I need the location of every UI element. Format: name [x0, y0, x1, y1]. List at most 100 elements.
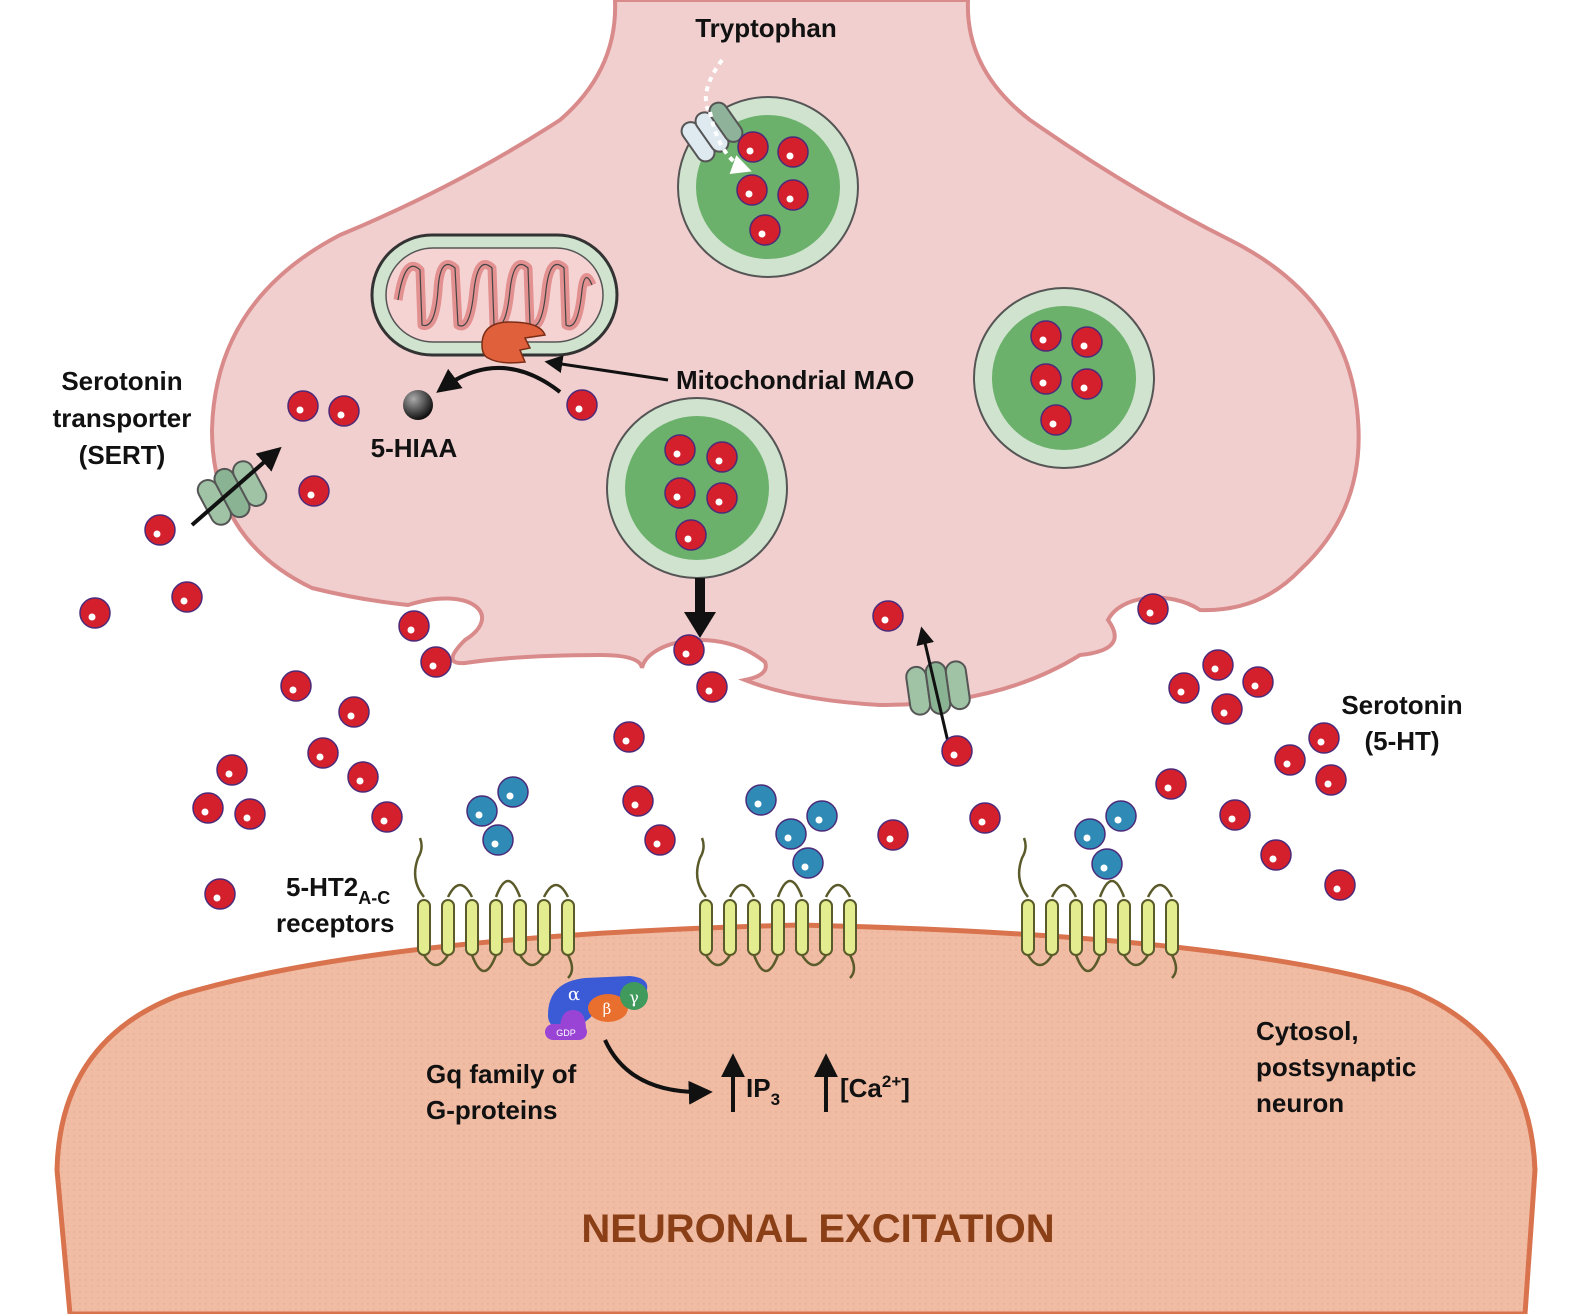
serotonin-molecule: [1137, 593, 1169, 625]
serotonin-molecule: [696, 671, 728, 703]
serotonin-molecule: [1315, 764, 1347, 796]
serotonin-molecule: [1242, 666, 1274, 698]
hiaa-label: 5-HIAA: [371, 433, 458, 463]
serotonin-molecule: [673, 634, 705, 666]
serotonin-molecule: [566, 389, 598, 421]
serotonin-molecule: [777, 136, 809, 168]
serotonin-molecule: [777, 179, 809, 211]
mao-enzyme-icon: [481, 321, 547, 364]
serotonin-molecule: [280, 670, 312, 702]
serotonin-molecule: [1040, 404, 1072, 436]
serotonin-molecule: [737, 131, 769, 163]
sert-label-line1: Serotonin: [61, 366, 182, 396]
calcium-label: [Ca2+]: [840, 1072, 910, 1103]
vesicle-right: [973, 287, 1155, 469]
sert-label-line3: (SERT): [79, 440, 166, 470]
serotonin-molecule: [706, 482, 738, 514]
serotonin-molecule: [1155, 768, 1187, 800]
serotonin-molecule: [1071, 368, 1103, 400]
serotonin-molecule: [664, 477, 696, 509]
serotonin-molecule: [1219, 799, 1251, 831]
serotonin-molecule: [941, 735, 973, 767]
ligand-molecule: [792, 847, 824, 879]
mitochondrion-icon: [370, 233, 619, 357]
serotonin-molecule: [736, 174, 768, 206]
ligand-molecule: [497, 776, 529, 808]
serotonin-molecule: [328, 395, 360, 427]
serotonin-molecule: [706, 441, 738, 473]
ligand-molecule: [466, 795, 498, 827]
serotonin-molecule: [664, 434, 696, 466]
tryptophan-path: [703, 58, 724, 111]
receptor-ligand-molecules: [466, 776, 1137, 880]
serotonin-molecule: [622, 785, 654, 817]
hiaa-molecule: [403, 390, 433, 420]
serotonin-molecule: [749, 214, 781, 246]
serotonin-molecule: [1308, 722, 1340, 754]
serotonin-molecule: [144, 514, 176, 546]
serotonin-molecule: [644, 824, 676, 856]
serotonin-molecule: [79, 597, 111, 629]
serotonin-molecule: [675, 519, 707, 551]
gdp-label: GDP: [556, 1028, 576, 1038]
serotonin-molecule: [307, 737, 339, 769]
receptors-label-line2: receptors: [276, 908, 395, 938]
exocytosis-arrow: [684, 578, 716, 638]
ligand-molecule: [806, 800, 838, 832]
serotonin-molecule: [872, 600, 904, 632]
neuronal-excitation-label: NEURONAL EXCITATION: [581, 1207, 1054, 1251]
cytosol-label-line3: neuron: [1256, 1088, 1344, 1118]
sert-label-line2: transporter: [53, 403, 192, 433]
serotonin-molecule: [216, 754, 248, 786]
serotonin-label-line2: (5-HT): [1364, 726, 1439, 756]
receptors-label-line1: 5-HT2A-C: [286, 872, 390, 908]
serotonin-molecule: [1274, 744, 1306, 776]
sert-transporter-left: [196, 460, 268, 526]
g-alpha-label: α: [568, 984, 580, 1005]
ligand-molecule: [1074, 818, 1106, 850]
ligand-molecule: [745, 784, 777, 816]
serotonin-molecule: [371, 801, 403, 833]
serotonin-label-line1: Serotonin: [1341, 690, 1462, 720]
mao-reaction-arrow: [436, 366, 562, 394]
receptor-group: [413, 837, 1179, 979]
serotonin-molecule: [338, 696, 370, 728]
serotonin-molecule: [1168, 672, 1200, 704]
serotonin-molecule: [969, 802, 1001, 834]
serotonin-molecule: [420, 646, 452, 678]
serotonin-molecule: [1324, 869, 1356, 901]
serotonin-molecule: [1030, 320, 1062, 352]
serotonin-molecule: [204, 878, 236, 910]
sert-arrow-left: [190, 446, 282, 527]
serotonin-molecule: [1211, 693, 1243, 725]
g-beta-label: β: [603, 1000, 612, 1018]
serotonin-molecule: [398, 610, 430, 642]
vesicle-middle: [606, 397, 788, 579]
serotonin-molecule: [1202, 649, 1234, 681]
serotonin-molecule: [171, 581, 203, 613]
ip3-label: IP3: [746, 1073, 780, 1109]
serotonin-molecule: [192, 792, 224, 824]
serotonin-molecule: [298, 475, 330, 507]
serotonin-molecule: [877, 819, 909, 851]
serotonin-molecule: [234, 798, 266, 830]
ligand-molecule: [775, 818, 807, 850]
g-protein-icon: α β γ GDP: [545, 976, 648, 1040]
receptor-icon: [695, 837, 857, 979]
sert-transporter-right: [905, 660, 971, 716]
serotonin-molecules: [79, 131, 1356, 910]
serotonin-molecule: [1260, 839, 1292, 871]
mao-label-arrow: [544, 355, 669, 382]
gq-label-line2: G-proteins: [426, 1095, 557, 1125]
cytosol-label-line1: Cytosol,: [1256, 1016, 1359, 1046]
ligand-molecule: [1105, 800, 1137, 832]
serotonin-molecule: [1071, 326, 1103, 358]
serotonin-molecule: [1030, 363, 1062, 395]
serotonin-molecule: [287, 390, 319, 422]
gq-label-line1: Gq family of: [426, 1059, 577, 1089]
receptor-icon: [1017, 837, 1179, 979]
mitochondrial-mao-label: Mitochondrial MAO: [676, 365, 914, 395]
ligand-molecule: [1091, 848, 1123, 880]
